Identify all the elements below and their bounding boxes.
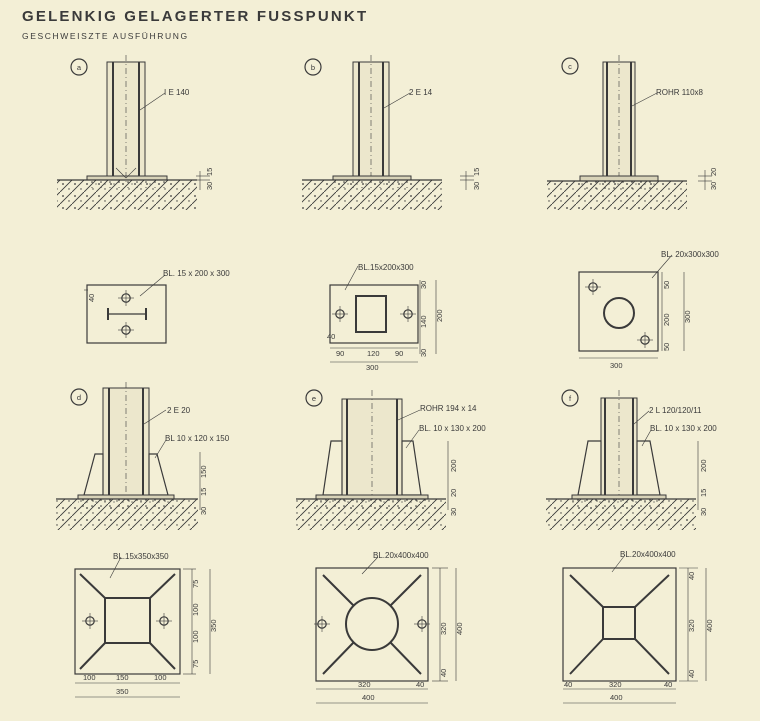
detail-c-marker: [561, 57, 579, 75]
plate-f-label: BL.20x400x400: [620, 550, 676, 559]
detail-d-elevation: d 2 E 20 BL 10 x 120 x 150 150 15 30: [56, 382, 230, 530]
plate-f-dim-2: 400: [705, 619, 714, 632]
detail-f-dim-1: 15: [699, 489, 708, 497]
detail-e-dim-2: 30: [449, 508, 458, 516]
plate-e-label: BL.20x400x400: [373, 551, 429, 560]
plate-f-dim-1: 320: [687, 619, 696, 632]
plate-f-dim-3: 40: [687, 670, 696, 678]
detail-b-dim-1: 15: [472, 168, 481, 176]
plate-e-dim-1: 400: [455, 622, 464, 635]
plate-c-dim-1: 200: [662, 313, 671, 326]
detail-b-profile: 2 E 14: [409, 88, 433, 97]
plate-f-dim-5: 320: [609, 680, 622, 689]
detail-f-dim-2: 30: [699, 508, 708, 516]
detail-c-dim-0: 30: [709, 182, 718, 190]
detail-e-id: e: [312, 394, 316, 403]
plate-c-label: BL. 20x300x300: [661, 250, 719, 259]
detail-c-id: c: [568, 62, 572, 71]
detail-c-elevation: c ROHR 110x8 30 20: [547, 55, 718, 210]
plate-d-dim-1: 100: [191, 603, 200, 616]
plate-b-plan: BL.15x200x300 30 140 200 30 40 90 120 90…: [327, 263, 444, 372]
plate-b-dim-8: 300: [366, 363, 379, 372]
detail-d-dim-1: 15: [199, 488, 208, 496]
detail-d-dim-2: 30: [199, 507, 208, 515]
plate-b-dim-2: 200: [435, 309, 444, 322]
plate-b-dim-5: 90: [336, 349, 344, 358]
plate-f-plan: BL.20x400x400 40 320 400 40 40 320 40 40…: [562, 550, 714, 704]
plate-d-dim-8: 350: [116, 687, 129, 696]
detail-c-dim-1: 20: [709, 168, 718, 176]
plate-e-dim-2: 40: [439, 669, 448, 677]
detail-f-profile: 2 L 120/120/11: [649, 406, 702, 415]
detail-b-marker: [304, 58, 322, 76]
detail-e-rib: BL. 10 x 130 x 200: [419, 424, 486, 433]
plate-b-dim-1: 140: [419, 315, 428, 328]
detail-a-marker: [70, 58, 88, 76]
plate-d-dim-0: 75: [191, 580, 200, 588]
detail-e-elevation: e ROHR 194 x 14 BL. 10 x 130 x 200 200 2…: [296, 389, 486, 530]
detail-a-dim-1: 15: [205, 168, 214, 176]
plate-b-dim-0: 30: [419, 281, 428, 289]
detail-f-rib: BL. 10 x 130 x 200: [650, 424, 717, 433]
plate-a-plan: 40 BL. 15 x 200 x 300: [84, 269, 230, 344]
plate-c-dim-4: 300: [610, 361, 623, 370]
plate-f-dim-4: 40: [564, 680, 572, 689]
page-subtitle: GESCHWEISZTE AUSFÜHRUNG: [22, 31, 189, 41]
detail-d-dim-0: 150: [199, 465, 208, 478]
plate-e-dim-4: 40: [416, 680, 424, 689]
plate-e-dim-5: 400: [362, 693, 375, 702]
plate-b-dim-7: 90: [395, 349, 403, 358]
detail-a-elevation: a I E 140 30 15: [57, 55, 214, 210]
plate-b-label: BL.15x200x300: [358, 263, 414, 272]
detail-d-id: d: [77, 393, 81, 402]
plate-e-plan: BL.20x400x400 320 400 40 320 40 400: [313, 551, 464, 704]
plate-d-dim-6: 150: [116, 673, 129, 682]
page-title: GELENKIG GELAGERTER FUSSPUNKT: [22, 8, 369, 25]
plate-d-dim-4: 350: [209, 619, 218, 632]
plate-b-dim-4: 40: [327, 332, 335, 341]
detail-f-marker: [561, 389, 579, 407]
detail-d-profile: 2 E 20: [167, 406, 191, 415]
plate-d-dim-2: 100: [191, 630, 200, 643]
detail-a-dim-0: 30: [205, 182, 214, 190]
plate-f-dim-7: 400: [610, 693, 623, 702]
plate-a-dim-0: 40: [87, 294, 96, 302]
detail-a-profile: I E 140: [164, 88, 190, 97]
plate-d-dim-3: 75: [191, 660, 200, 668]
plate-d-label: BL.15x350x350: [113, 552, 169, 561]
plate-b-dim-6: 120: [367, 349, 380, 358]
detail-a-id: a: [77, 63, 82, 72]
plate-f-dim-6: 40: [664, 680, 672, 689]
detail-b-elevation: b 2 E 14 30 15: [302, 55, 481, 210]
plate-d-dim-5: 100: [83, 673, 96, 682]
detail-e-marker: [305, 389, 323, 407]
detail-e-dim-1: 20: [449, 489, 458, 497]
plate-c-dim-2: 300: [683, 310, 692, 323]
plate-e-dim-3: 320: [358, 680, 371, 689]
plate-f-dim-0: 40: [687, 572, 696, 580]
detail-f-id: f: [569, 394, 572, 403]
detail-e-dim-0: 200: [449, 459, 458, 472]
plate-a-label: BL. 15 x 200 x 300: [163, 269, 230, 278]
plate-c-dim-3: 50: [662, 343, 671, 351]
plate-d-dim-7: 100: [154, 673, 167, 682]
detail-b-dim-0: 30: [472, 182, 481, 190]
detail-d-marker: [70, 388, 88, 406]
plate-e-dim-0: 320: [439, 622, 448, 635]
detail-d-rib: BL 10 x 120 x 150: [165, 434, 230, 443]
detail-b-id: b: [311, 63, 315, 72]
detail-f-dim-0: 200: [699, 459, 708, 472]
plate-d-plan: BL.15x350x350 75 100 100 75 350 100 150 …: [74, 552, 218, 698]
detail-e-profile: ROHR 194 x 14: [420, 404, 477, 413]
plate-c-plan: BL. 20x300x300 50 200 300 50 300: [578, 250, 719, 370]
plate-b-dim-3: 30: [419, 349, 428, 357]
plate-c-dim-0: 50: [662, 281, 671, 289]
detail-f-elevation: f 2 L 120/120/11 BL. 10 x 130 x 200 200 …: [546, 389, 717, 530]
detail-c-profile: ROHR 110x8: [656, 88, 704, 97]
